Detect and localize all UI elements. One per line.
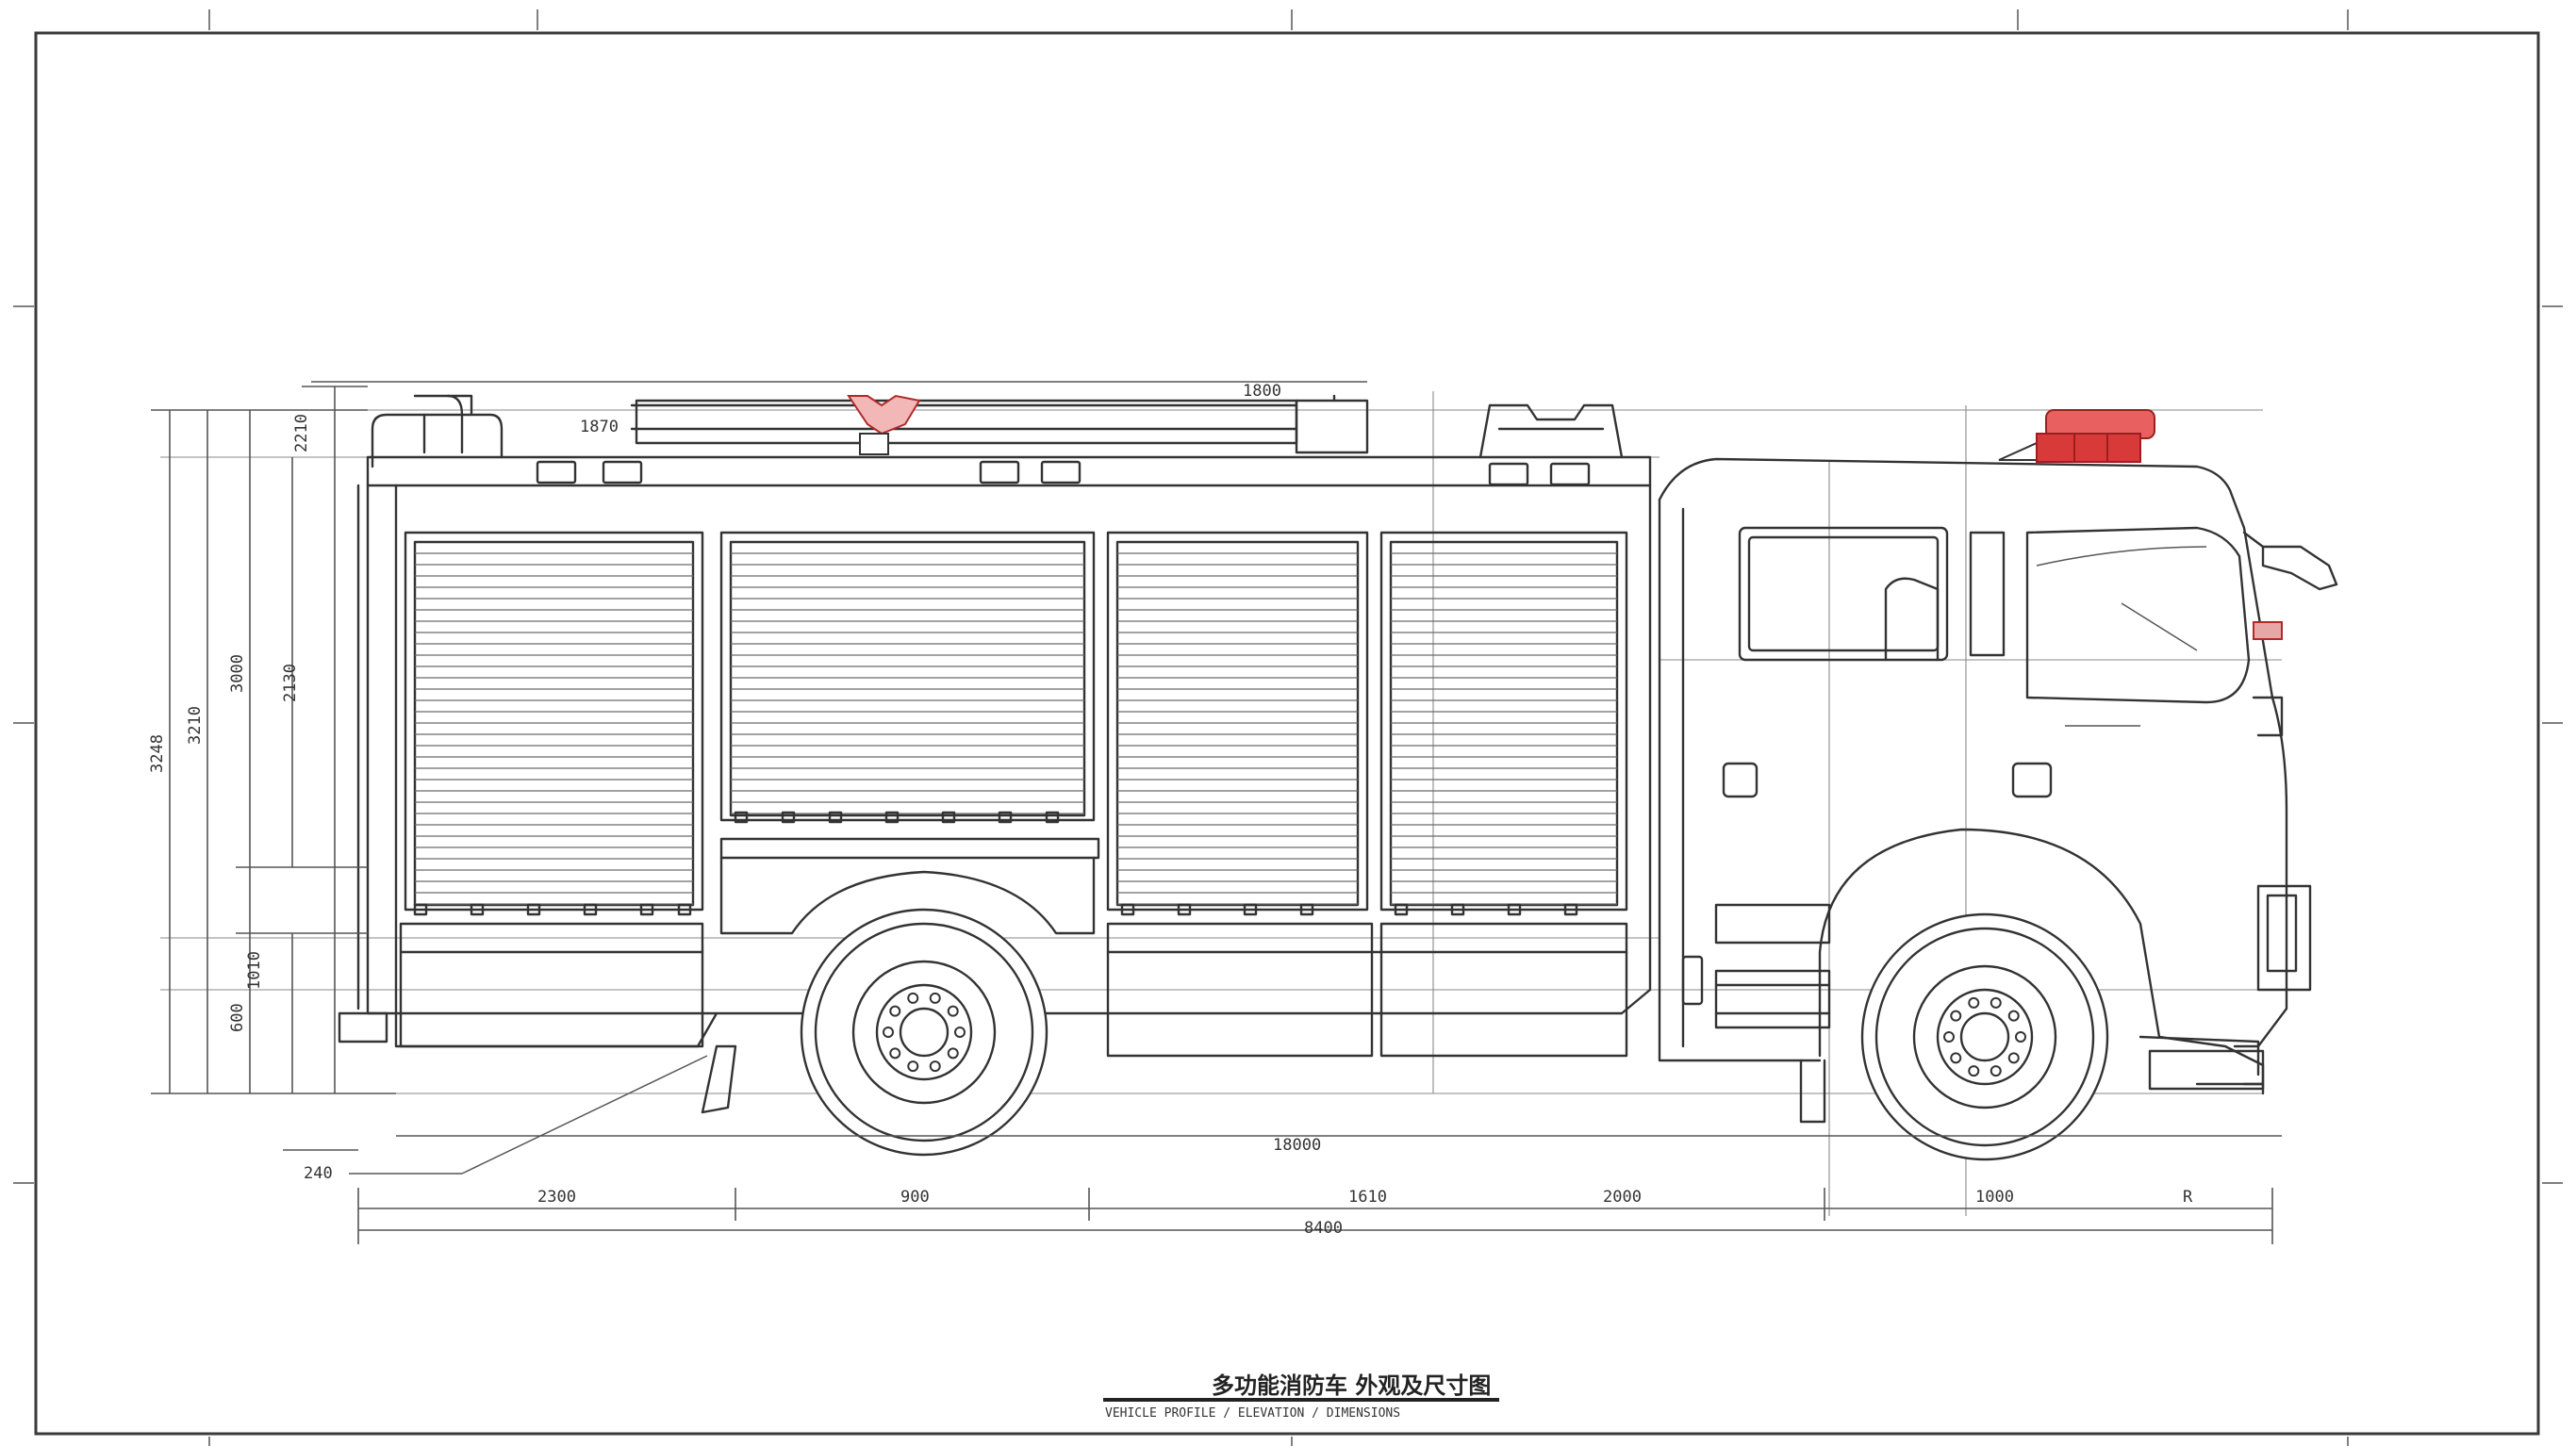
title-block: 多功能消防车 外观及尺寸图 VEHICLE PROFILE / ELEVATIO… [1103, 1372, 1499, 1421]
height-label-upper: 2130 [281, 664, 300, 702]
rear-wheel [800, 908, 1049, 1157]
drawing-border [34, 31, 2540, 1436]
segment-label-4: 2000 [1603, 1188, 1642, 1207]
top-rail-label: 1870 [580, 418, 619, 436]
left-height-dimensions [151, 386, 396, 1151]
rear-light-bar [1478, 403, 1624, 459]
shutter-slats [415, 552, 1617, 905]
rear-door-handle [1722, 762, 1759, 798]
body-top-label: 1800 [1243, 382, 1281, 401]
cab [1658, 409, 2338, 1124]
front-fender [1818, 828, 2265, 1086]
segment-label-3: 1610 [1348, 1188, 1387, 1207]
segment-label-2: 900 [900, 1188, 930, 1207]
overall-length-label: 8400 [1304, 1219, 1343, 1238]
cab-steps [1681, 903, 1831, 1029]
ground-clearance-label: 240 [304, 1164, 333, 1183]
roller-shutter-1 [404, 531, 704, 912]
height-label-top: 2210 [292, 414, 311, 452]
rear-mud-flap [701, 1044, 737, 1114]
fire-truck-body [338, 394, 1652, 1114]
bottom-dimension-line [357, 1188, 2273, 1244]
front-bumper [2256, 884, 2312, 992]
frame-ticks [13, 9, 2563, 1446]
wheelbase-label: 18000 [1273, 1136, 1321, 1155]
cab-front-window [2025, 526, 2251, 704]
roof-ladder-rack [371, 394, 1369, 468]
cab-light-bar [1998, 409, 2155, 463]
roller-shutter-3 [1106, 531, 1369, 912]
front-door-handle [2011, 762, 2053, 798]
roof-water-monitor [847, 394, 921, 455]
height-label-sill: 600 [228, 1003, 247, 1032]
front-marker-light [2253, 621, 2283, 640]
cab-rear-window [1738, 526, 1949, 662]
height-label-cab: 3000 [228, 654, 247, 693]
front-wheel [1860, 912, 2109, 1161]
segment-label-5: 1000 [1975, 1188, 2014, 1207]
construction-lines [160, 391, 2282, 1216]
segment-label-6: R [2183, 1188, 2193, 1207]
side-mirror [2242, 531, 2338, 591]
height-label-body: 3210 [186, 706, 205, 745]
roof-marker-lights [536, 460, 1591, 486]
height-label-lower: 1010 [245, 951, 264, 990]
lower-compartments [399, 837, 1628, 1058]
roller-shutter-4 [1379, 531, 1628, 912]
height-label-overall: 3248 [148, 734, 167, 773]
shutter-handles [413, 811, 1578, 916]
roller-shutter-2 [719, 531, 1096, 822]
drawing-title: 多功能消防车 外观及尺寸图 [1212, 1372, 1491, 1399]
segment-label-1: 2300 [537, 1188, 576, 1207]
drawing-subtitle: VEHICLE PROFILE / ELEVATION / DIMENSIONS [1105, 1406, 1400, 1421]
